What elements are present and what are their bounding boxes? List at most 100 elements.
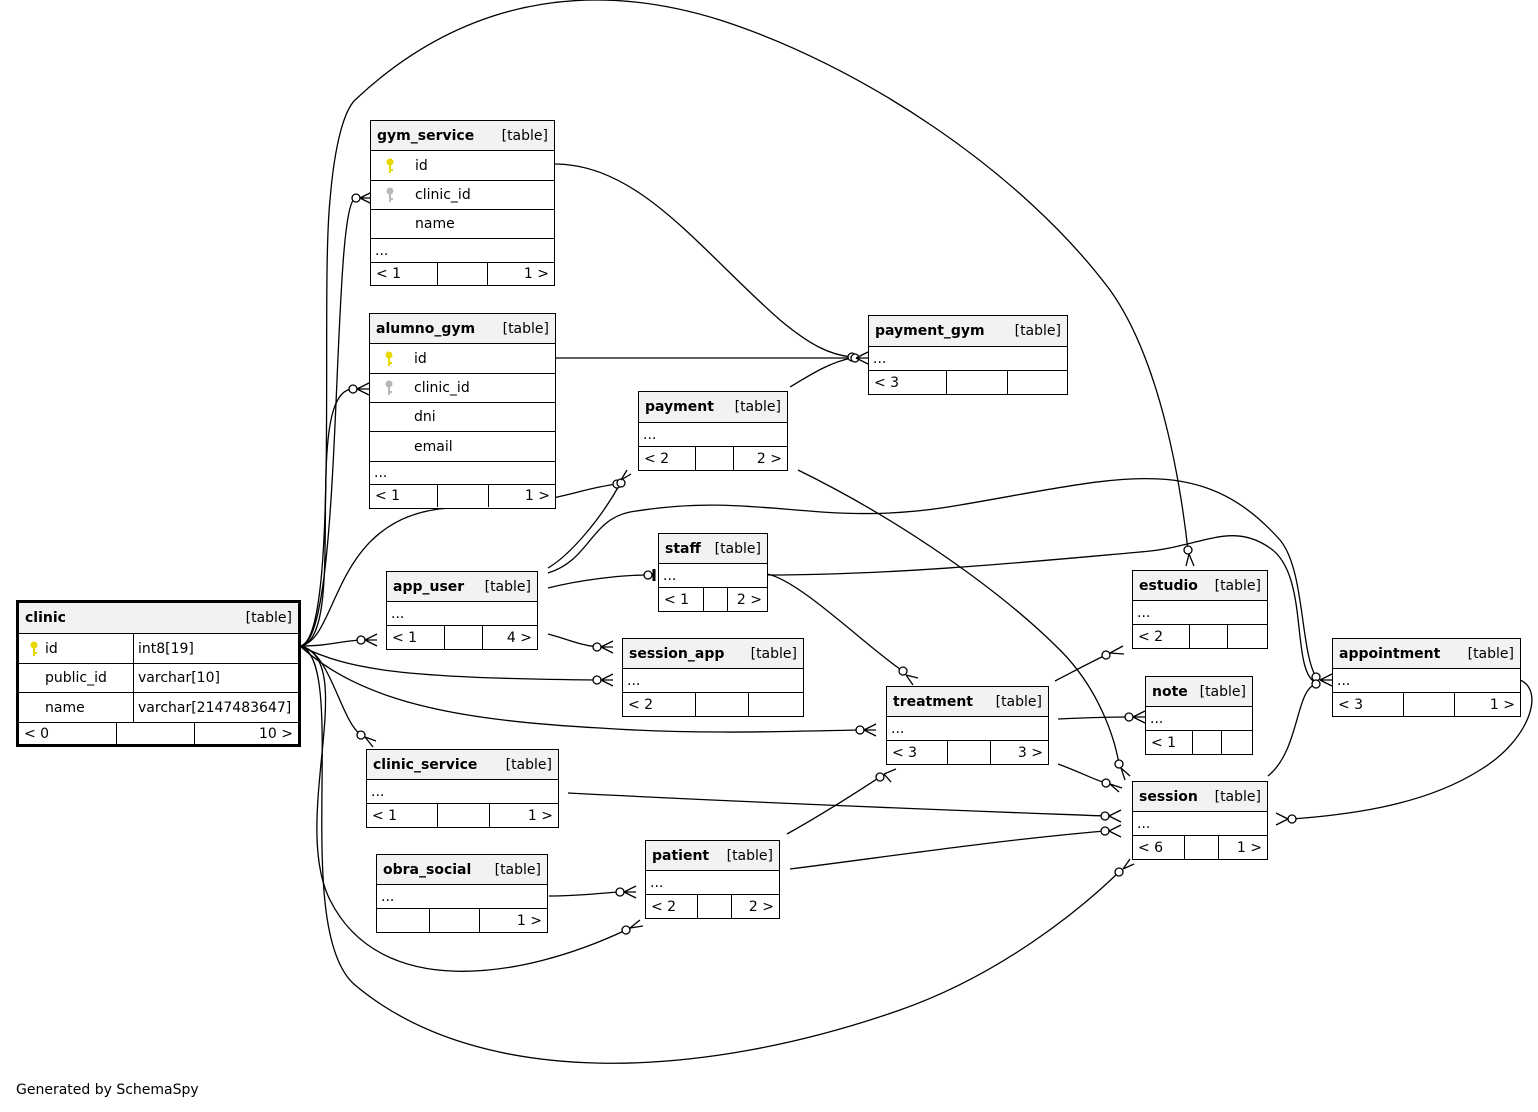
ellipsis: ...: [371, 783, 385, 800]
nav-children[interactable]: 1 >: [1454, 693, 1520, 716]
table-type: [table]: [1214, 788, 1261, 805]
edge-staff-treatment: [766, 573, 904, 672]
nav-parents[interactable]: [377, 909, 429, 932]
nav-parents[interactable]: < 3: [892, 744, 918, 761]
column-row[interactable]: name varchar[2147483647]: [19, 693, 298, 723]
table-estudio[interactable]: estudio [table] ... < 2: [1132, 570, 1268, 649]
nav-children[interactable]: 2 >: [733, 447, 787, 470]
ellipsis: ...: [1137, 815, 1151, 832]
ellipsis-row: ...: [1146, 707, 1252, 731]
table-type: [table]: [501, 127, 548, 144]
table-header: obra_social [table]: [377, 855, 547, 885]
table-session[interactable]: session [table] ... < 6 1 >: [1132, 781, 1268, 860]
ellipsis: ...: [1150, 710, 1164, 727]
nav-children[interactable]: 2 >: [731, 895, 779, 918]
table-staff[interactable]: staff [table] ... < 1 2 >: [658, 533, 768, 612]
nav-children[interactable]: 1 >: [479, 909, 547, 932]
nav-mid: [437, 804, 489, 827]
table-appointment[interactable]: appointment [table] ... < 3 1 >: [1332, 638, 1521, 717]
primary-key-icon: [374, 351, 404, 367]
nav-parents[interactable]: < 1: [372, 807, 398, 824]
nav-children[interactable]: 4 >: [482, 626, 537, 649]
nav-mid: [1403, 693, 1454, 716]
ellipsis: ...: [391, 605, 405, 622]
column-row[interactable]: id int8[19]: [19, 634, 298, 664]
edge-app_user-payment: [547, 483, 621, 569]
nav-parents[interactable]: < 3: [874, 374, 900, 391]
nav-parents[interactable]: < 0: [24, 725, 50, 742]
nav-parents[interactable]: < 1: [392, 629, 418, 646]
nav-children[interactable]: [1227, 625, 1267, 648]
edge-clinic-gym_service: [299, 197, 357, 647]
nav-parents[interactable]: < 1: [1151, 734, 1177, 751]
table-app_user[interactable]: app_user [table] ... < 1 4 >: [386, 571, 538, 650]
table-treatment[interactable]: treatment [table] ... < 3 3 >: [886, 686, 1049, 765]
table-type: [table]: [502, 320, 549, 337]
ellipsis: ...: [627, 672, 641, 689]
table-session_app[interactable]: session_app [table] ... < 2: [622, 638, 804, 717]
nav-parents[interactable]: < 6: [1138, 839, 1164, 856]
nav-children[interactable]: 1 >: [489, 804, 558, 827]
nav-mid: [437, 485, 488, 507]
ellipsis: ...: [375, 242, 389, 259]
nav-children[interactable]: 1 >: [487, 263, 554, 285]
column-row[interactable]: id: [370, 344, 555, 374]
nav-children[interactable]: [748, 693, 803, 716]
nav-parents[interactable]: < 1: [375, 488, 401, 504]
table-payment_gym[interactable]: payment_gym [table] ... < 3: [868, 315, 1068, 395]
edge-treatment-note: [1057, 716, 1130, 720]
ellipsis: ...: [643, 426, 657, 443]
table-alumno_gym[interactable]: alumno_gym [table] id clinic_id dni emai…: [369, 313, 556, 509]
nav-parents[interactable]: < 1: [664, 591, 690, 608]
column-row[interactable]: email: [370, 432, 555, 462]
nav-parents[interactable]: < 1: [376, 266, 402, 282]
column-row[interactable]: dni: [370, 403, 555, 432]
nav-mid: [444, 626, 482, 649]
column-name: public_id: [45, 670, 107, 686]
nav-children[interactable]: 1 >: [1218, 836, 1267, 859]
table-payment[interactable]: payment [table] ... < 2 2 >: [638, 391, 788, 471]
edge-clinic-estudio: [299, 0, 1189, 647]
table-type: [table]: [750, 645, 797, 662]
column-name: clinic_id: [414, 380, 470, 396]
table-header: note [table]: [1146, 677, 1252, 707]
column-type: varchar[10]: [138, 670, 220, 686]
table-nav: 1 >: [377, 909, 547, 932]
table-clinic[interactable]: clinic [table] id int8[19] public_id var…: [16, 600, 301, 747]
table-nav: < 2 2 >: [639, 447, 787, 470]
column-row[interactable]: public_id varchar[10]: [19, 664, 298, 693]
table-name: payment: [645, 399, 714, 415]
table-type: [table]: [1199, 683, 1246, 700]
table-patient[interactable]: patient [table] ... < 2 2 >: [645, 840, 780, 919]
table-type: [table]: [995, 693, 1042, 710]
nav-children[interactable]: [1007, 371, 1067, 394]
ellipsis-row: ...: [623, 669, 803, 693]
ellipsis: ...: [650, 874, 664, 891]
nav-parents[interactable]: < 2: [651, 898, 677, 915]
column-row[interactable]: clinic_id: [371, 181, 554, 210]
nav-children[interactable]: 1 >: [488, 485, 555, 507]
table-note[interactable]: note [table] ... < 1: [1145, 676, 1253, 755]
table-name: clinic_service: [373, 756, 478, 773]
column-row[interactable]: name: [371, 210, 554, 239]
column-row[interactable]: clinic_id: [370, 374, 555, 403]
table-clinic_service[interactable]: clinic_service [table] ... < 1 1 >: [366, 749, 559, 828]
table-obra_social[interactable]: obra_social [table] ... 1 >: [376, 854, 548, 933]
nav-children[interactable]: 3 >: [990, 741, 1048, 764]
nav-children[interactable]: [1221, 731, 1252, 754]
ellipsis-row: ...: [1333, 669, 1520, 693]
nav-parents[interactable]: < 2: [1138, 628, 1164, 645]
table-type: [table]: [245, 610, 292, 626]
nav-parents[interactable]: < 2: [628, 696, 654, 713]
table-nav: < 3: [869, 371, 1067, 394]
nav-children[interactable]: 10 >: [194, 723, 298, 744]
table-gym_service[interactable]: gym_service [table] id clinic_id name ..…: [370, 120, 555, 286]
nav-mid: [429, 909, 479, 932]
table-header: clinic [table]: [19, 603, 298, 634]
column-row[interactable]: id: [371, 151, 554, 181]
nav-parents[interactable]: < 2: [644, 450, 670, 467]
table-type: [table]: [494, 861, 541, 878]
table-name: obra_social: [383, 861, 472, 878]
nav-parents[interactable]: < 3: [1338, 696, 1364, 713]
nav-children[interactable]: 2 >: [727, 588, 767, 611]
